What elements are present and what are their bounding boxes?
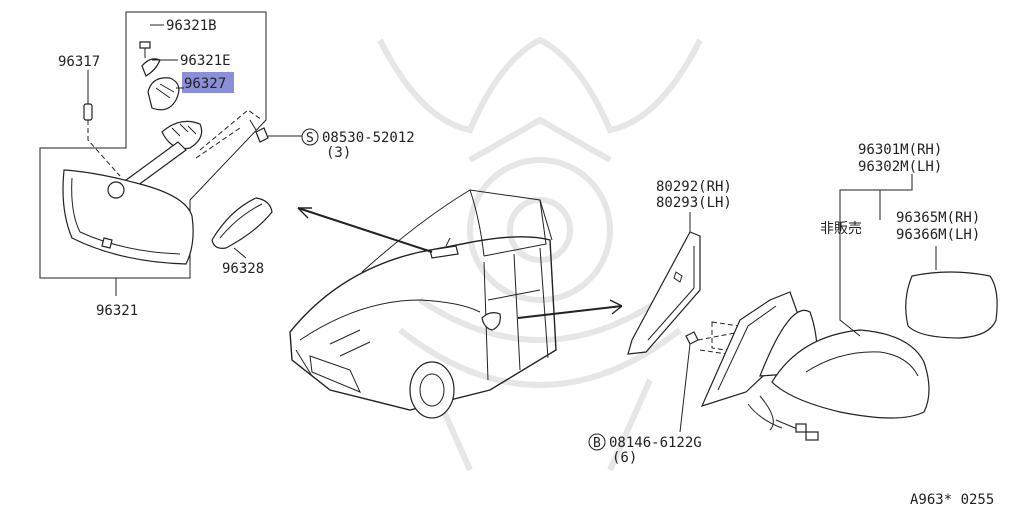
diagram-code: A963* 0255 xyxy=(910,492,994,508)
leader-bolt-b xyxy=(679,343,691,433)
leader-96301M xyxy=(839,174,913,337)
cover-96327 xyxy=(147,77,180,111)
label-96301M: 96301M(RH) xyxy=(858,142,942,158)
highlight-96327 xyxy=(182,72,234,93)
label-80293: 80293(LH) xyxy=(656,195,732,211)
mirror-group-frame xyxy=(39,11,267,279)
label-96321B: 96321B xyxy=(166,18,217,34)
label-96365M: 96365M(RH) xyxy=(896,210,980,226)
leader-96328 xyxy=(233,247,247,259)
bolt-b-symbol-circle xyxy=(588,433,606,451)
label-not-for-sale: 非販売 xyxy=(820,221,862,237)
label-96302M: 96302M(LH) xyxy=(858,159,942,175)
bolt-b-number: 08146-6122G xyxy=(609,435,702,451)
door-mirror-assembly xyxy=(700,291,930,441)
pin-96317 xyxy=(83,103,93,121)
label-96321E: 96321E xyxy=(180,53,231,69)
mirror-mount-base xyxy=(161,120,203,150)
bolt-s-qty: (3) xyxy=(326,145,351,161)
label-96366M: 96366M(LH) xyxy=(896,227,980,243)
label-96317: 96317 xyxy=(58,54,100,70)
arrow-to-inner-mirror xyxy=(297,207,433,253)
label-96321: 96321 xyxy=(96,303,138,319)
bolt-s-symbol-circle xyxy=(301,128,319,146)
arrow-to-door-mirror xyxy=(517,299,623,319)
bolt-s-number: 08530-52012 xyxy=(322,130,415,146)
dashed-bolt-line xyxy=(199,109,263,151)
label-96328: 96328 xyxy=(222,261,264,277)
screw-96321B xyxy=(139,41,151,58)
bolt-b-qty: (6) xyxy=(612,450,637,466)
bolt-s xyxy=(249,119,269,143)
bolt-s-symbol: S xyxy=(306,131,314,146)
label-96327: 96327 xyxy=(184,76,226,92)
inner-mirror xyxy=(62,169,194,265)
clip-96321E xyxy=(141,58,161,77)
bolt-b-symbol: B xyxy=(593,436,601,451)
watermark-emblem xyxy=(377,36,703,472)
vehicle-illustration xyxy=(289,189,557,419)
corner-finisher xyxy=(627,231,701,355)
label-80292: 80292(RH) xyxy=(656,179,732,195)
door-mirror-glass xyxy=(905,271,998,339)
cover-96328 xyxy=(211,197,273,249)
bolt-b xyxy=(685,331,699,345)
